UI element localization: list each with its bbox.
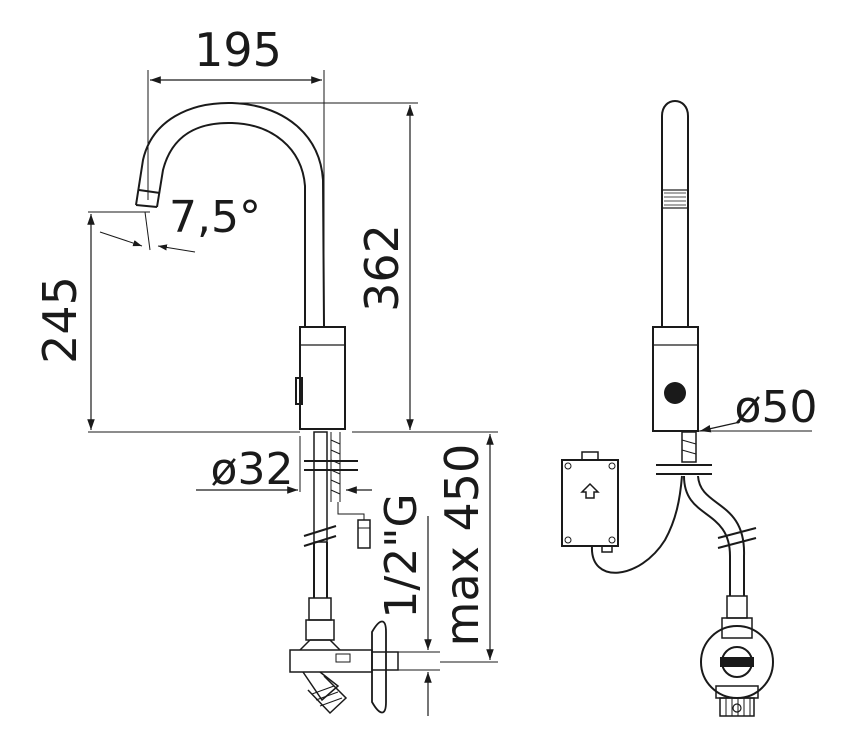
- dim-outlet-height: 245: [33, 276, 87, 364]
- side-view: 195 362 245 7,5° ø32 1/2"G max 450: [33, 23, 498, 716]
- dim-thread-size: 1/2"G: [376, 493, 427, 618]
- side-sensor-window: [295, 377, 303, 405]
- sensor-cable: [590, 475, 683, 574]
- front-hose: [683, 475, 731, 596]
- sensor-eye: [664, 382, 686, 404]
- dim-total-height: 362: [355, 224, 409, 312]
- dim-sensor-diameter: ø50: [735, 382, 818, 433]
- dim-spout-reach: 195: [194, 23, 282, 77]
- threaded-stud: [330, 432, 341, 502]
- control-box: [561, 451, 619, 553]
- dim-spout-angle: 7,5°: [169, 192, 261, 243]
- front-spout: [661, 100, 689, 326]
- angle-valve: [289, 597, 399, 715]
- wall-rosette: [371, 620, 387, 714]
- body-cylinder: [299, 326, 346, 430]
- up-arrow-icon: [580, 482, 600, 499]
- flexible-hose: [313, 542, 328, 598]
- dim-body-diameter: ø32: [211, 444, 294, 495]
- dim-hose-length: max 450: [435, 444, 489, 647]
- front-view: ø50: [561, 100, 818, 717]
- front-body: [652, 326, 699, 432]
